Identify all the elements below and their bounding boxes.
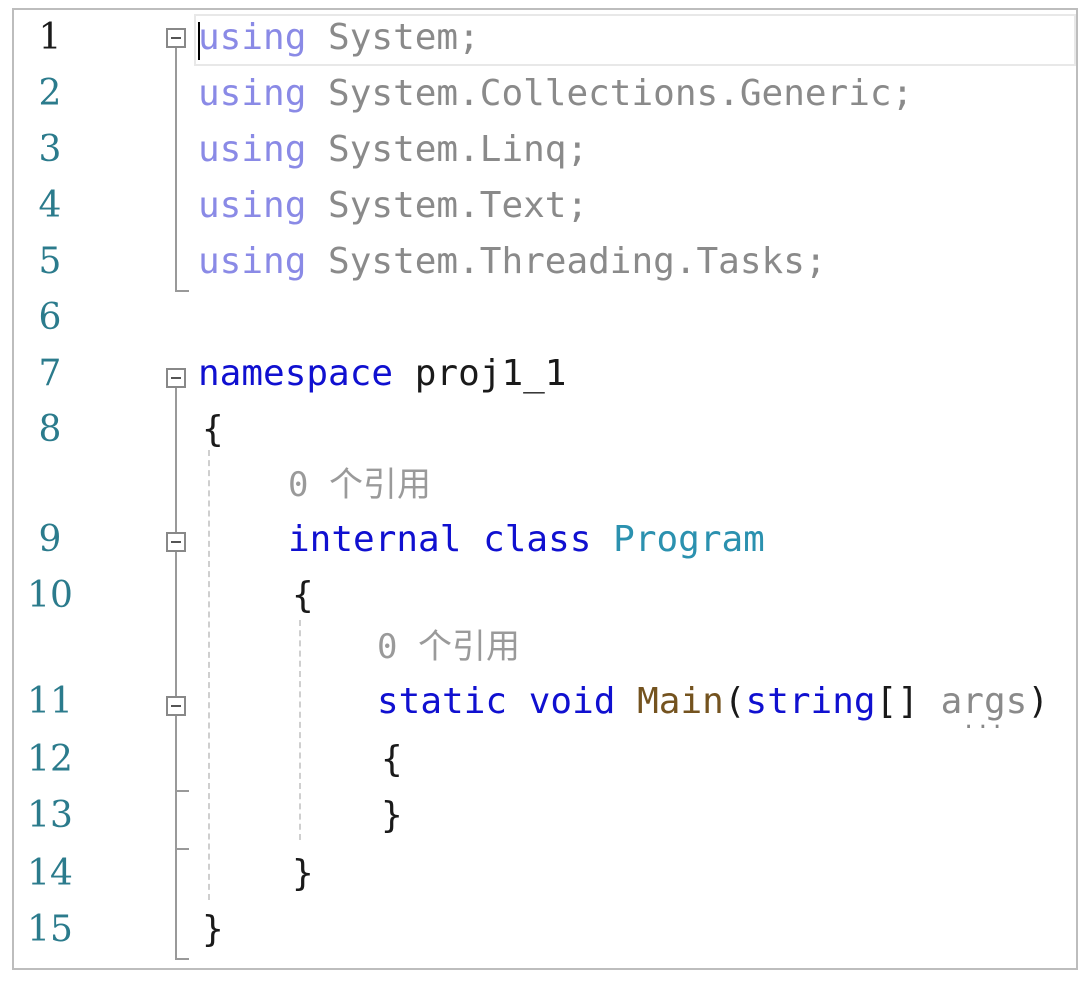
code-line-5: using System.Threading.Tasks; bbox=[198, 234, 827, 290]
keyword: class bbox=[483, 519, 592, 560]
keyword: using bbox=[198, 73, 307, 114]
fold-line bbox=[175, 388, 177, 960]
parameter-name: args bbox=[940, 681, 1028, 722]
code-editor[interactable]: 1 2 3 4 5 6 7 8 9 10 11 12 13 14 15 usin… bbox=[12, 8, 1078, 970]
keyword: static bbox=[377, 681, 508, 722]
suggestion-dots-icon[interactable]: ··· bbox=[962, 715, 1005, 740]
fold-end bbox=[175, 290, 189, 292]
keyword: void bbox=[528, 681, 616, 722]
code-line-11: static void Main(string[] args) bbox=[377, 674, 1049, 730]
code-line-9: internal class Program bbox=[288, 512, 765, 568]
brackets: [] bbox=[875, 681, 919, 722]
line-number: 6 bbox=[38, 297, 62, 338]
line-number: 13 bbox=[27, 795, 73, 836]
fold-end bbox=[175, 848, 189, 850]
line-number: 5 bbox=[38, 241, 62, 282]
fold-end bbox=[175, 790, 189, 792]
text-caret bbox=[198, 22, 200, 60]
fold-end bbox=[175, 958, 189, 960]
namespace-ref: System.Text; bbox=[306, 185, 589, 226]
code-line-15: } bbox=[202, 909, 224, 950]
current-line-highlight bbox=[194, 14, 1076, 66]
code-line-8: { bbox=[202, 409, 224, 450]
line-number: 14 bbox=[27, 853, 73, 894]
line-number: 4 bbox=[38, 185, 62, 226]
code-line-2: using System.Collections.Generic; bbox=[198, 66, 913, 122]
code-line-7: namespace proj1_1 bbox=[198, 346, 566, 402]
line-number: 3 bbox=[38, 129, 62, 170]
collapse-icon[interactable] bbox=[166, 532, 186, 552]
method-name: Main bbox=[637, 681, 724, 722]
indent-guide bbox=[299, 620, 301, 840]
collapse-icon[interactable] bbox=[166, 368, 186, 388]
keyword: internal bbox=[288, 519, 462, 560]
namespace-ref: System; bbox=[306, 17, 480, 58]
class-name: Program bbox=[613, 519, 765, 560]
paren: ( bbox=[723, 681, 746, 722]
line-number: 11 bbox=[27, 681, 73, 722]
collapse-icon[interactable] bbox=[166, 696, 186, 716]
line-number: 1 bbox=[38, 17, 62, 58]
code-line-12: { bbox=[381, 739, 403, 780]
fold-line bbox=[175, 48, 177, 292]
keyword: using bbox=[198, 241, 307, 282]
collapse-icon[interactable] bbox=[166, 28, 186, 48]
keyword: string bbox=[745, 681, 876, 722]
codelens-references[interactable]: 0 个引用 bbox=[377, 627, 520, 667]
code-line-3: using System.Linq; bbox=[198, 122, 588, 178]
line-number: 12 bbox=[27, 739, 73, 780]
keyword: using bbox=[198, 129, 307, 170]
code-line-1: using System; bbox=[198, 10, 480, 66]
line-number: 2 bbox=[38, 73, 62, 114]
indent-guide bbox=[208, 450, 210, 900]
codelens-references[interactable]: 0 个引用 bbox=[288, 465, 431, 505]
line-number: 15 bbox=[27, 909, 73, 950]
paren: ) bbox=[1027, 681, 1049, 722]
code-line-4: using System.Text; bbox=[198, 178, 588, 234]
keyword: using bbox=[198, 17, 307, 58]
line-number: 10 bbox=[27, 575, 73, 616]
line-number: 8 bbox=[38, 409, 62, 450]
code-line-10: { bbox=[292, 575, 314, 616]
keyword: using bbox=[198, 185, 307, 226]
line-number: 7 bbox=[38, 353, 62, 394]
code-line-14: } bbox=[292, 853, 314, 894]
code-line-13: } bbox=[381, 795, 403, 836]
keyword: namespace bbox=[198, 353, 394, 394]
namespace-name: proj1_1 bbox=[393, 353, 567, 394]
namespace-ref: System.Threading.Tasks; bbox=[306, 241, 827, 282]
namespace-ref: System.Linq; bbox=[306, 129, 589, 170]
line-number: 9 bbox=[38, 519, 62, 560]
namespace-ref: System.Collections.Generic; bbox=[306, 73, 914, 114]
